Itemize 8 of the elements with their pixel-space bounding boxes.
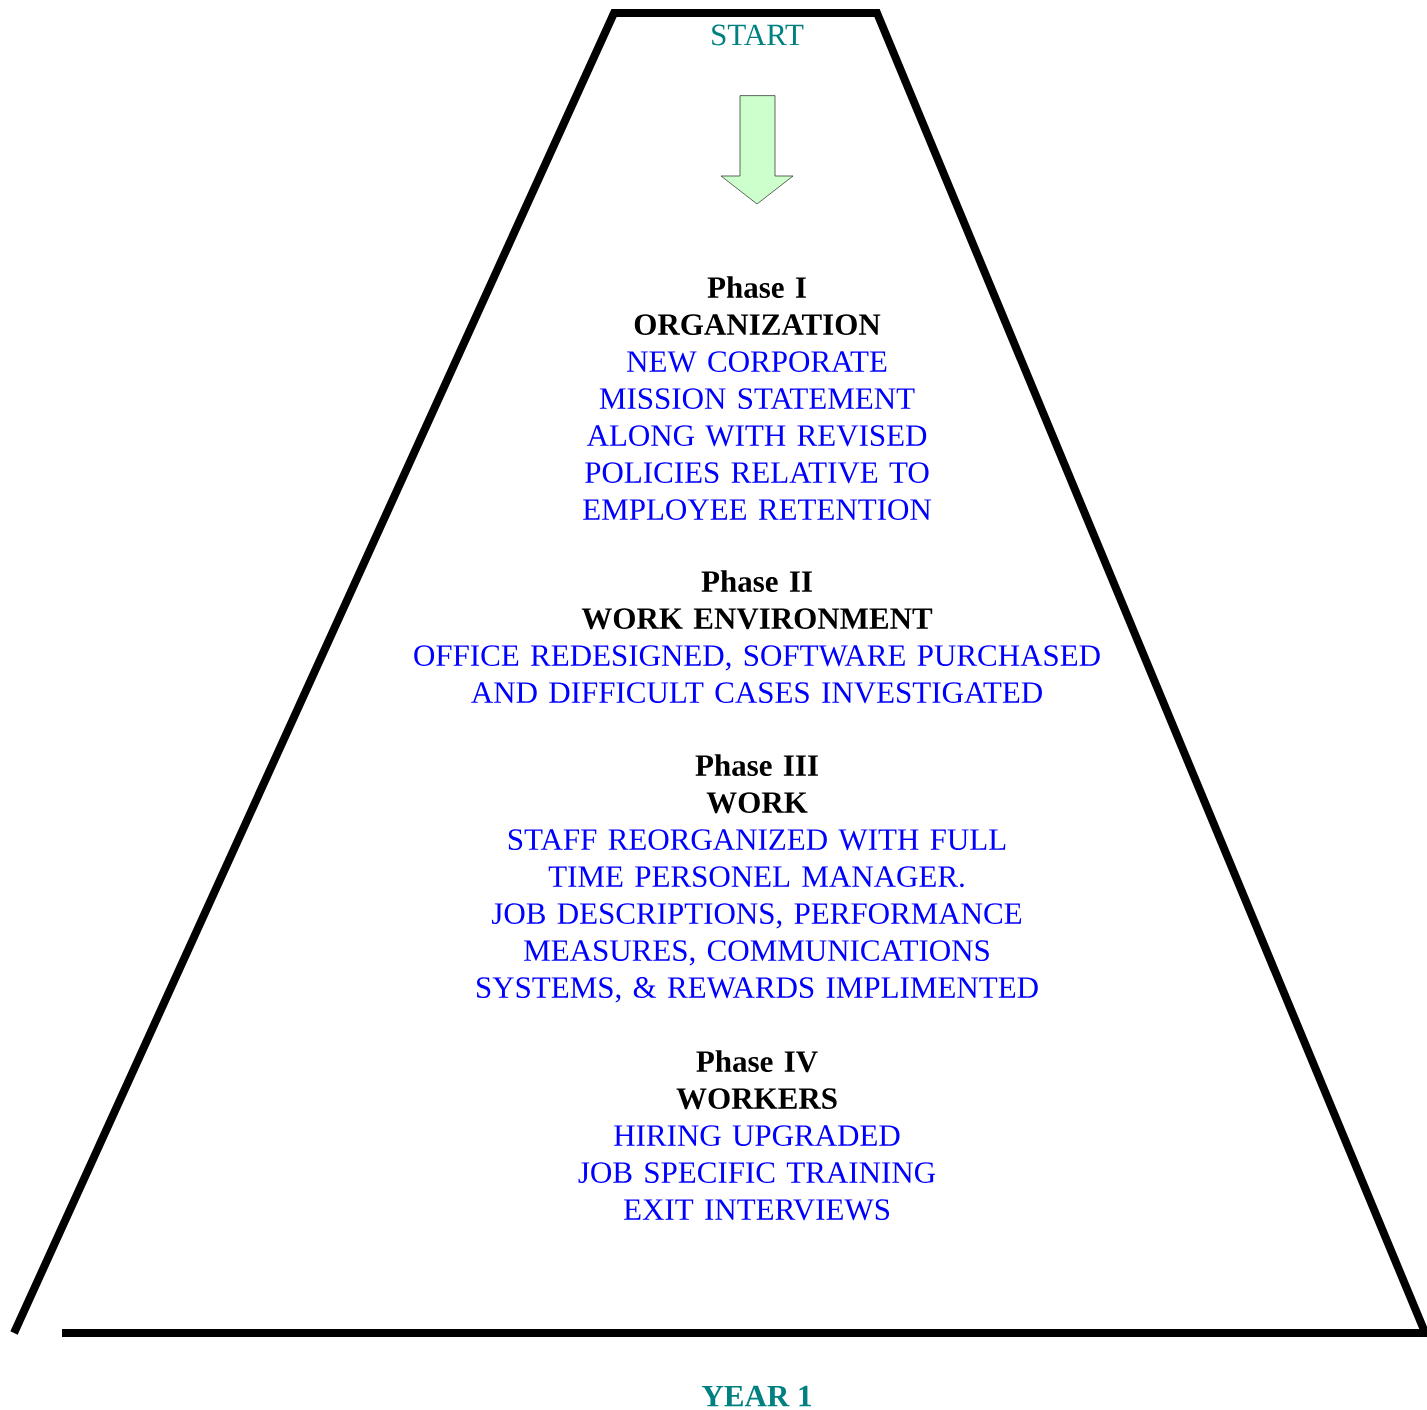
phase-text: Phase II WORK ENVIRONMENT OFFICE REDESIGNED, SOFTWARE PURCHASED AND DIFFICULT CASES INVESTIGATED <box>414 570 1100 704</box>
phase-text: Phase IV WORKERS HIRING UPGRADED JOB SPECIFIC TRAINING EXIT INTERVIEWS <box>578 1050 936 1221</box>
phase-text: Phase III WORK STAFF REORGANIZED WITH FULL TIME PERSONEL MANAGER. JOB DESCRIPTIONS, PERFORMANCE MEASURES, COMMUNICATIONS SYSTEMS, & REWARDS IMPLIMENTED <box>477 754 1038 1003</box>
start-label: START <box>712 24 804 46</box>
phase-text: Phase I ORGANIZATION NEW CORPORATE MISSION STATEMENT ALONG WITH REVISED POLICIES RELATIVE TO EMPLOYEE RETENTION <box>583 276 932 520</box>
year-label: YEAR 1 <box>702 1385 811 1407</box>
trapezoid-outline <box>10 9 1427 1337</box>
block-arrow <box>720 95 794 205</box>
